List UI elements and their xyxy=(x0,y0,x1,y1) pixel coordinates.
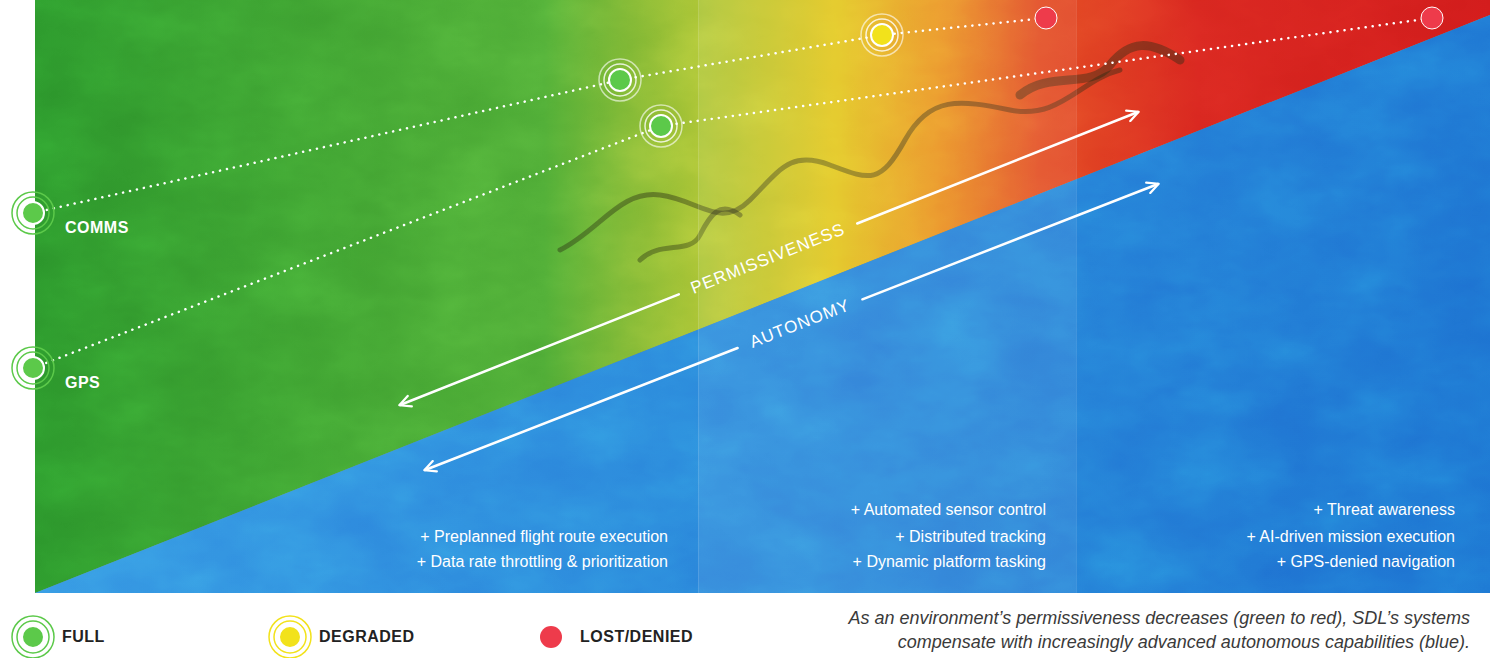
swatch-ring xyxy=(12,616,54,658)
marker-ring xyxy=(599,59,641,101)
legend-label: FULL xyxy=(62,627,105,647)
lost-marker xyxy=(1421,7,1443,29)
swatch-ring xyxy=(269,616,311,658)
marker-dot xyxy=(22,357,44,379)
photo-ground xyxy=(35,0,1490,593)
trend-arrow xyxy=(862,184,1158,299)
swatch-dot xyxy=(540,626,562,648)
marker-ring xyxy=(645,110,677,142)
marker-ring xyxy=(640,105,682,147)
full-marker xyxy=(12,192,54,234)
marker-dot xyxy=(650,115,672,137)
legend-swatch xyxy=(267,614,313,658)
signal-path xyxy=(33,18,1432,368)
capability-item: + AI-driven mission execution xyxy=(1246,527,1455,547)
capability-item: + Distributed tracking xyxy=(895,527,1046,547)
terrain-texture xyxy=(35,0,1490,593)
axis-label: PERMISSIVENESS xyxy=(688,219,848,298)
figure-caption: As an environment’s permissiveness decre… xyxy=(670,606,1470,654)
marker-ring xyxy=(604,64,636,96)
legend-label: LOST/DENIED xyxy=(580,627,693,647)
full-marker xyxy=(12,347,54,389)
marker-dot xyxy=(609,69,631,91)
swatch-dot xyxy=(22,626,44,648)
swatch-dot xyxy=(279,626,301,648)
signal-label: COMMS xyxy=(65,218,129,238)
degraded-marker xyxy=(861,14,903,56)
marker-ring xyxy=(861,14,903,56)
capability-item: + Threat awareness xyxy=(1313,500,1455,520)
marker-ring xyxy=(12,347,54,389)
trend-arrow xyxy=(857,112,1138,223)
column-band xyxy=(698,0,1076,593)
swatch-ring xyxy=(17,621,49,653)
marker-dot xyxy=(871,24,893,46)
lost-marker xyxy=(1035,7,1057,29)
trend-arrow xyxy=(425,348,738,470)
legend-swatch xyxy=(10,614,56,658)
capability-item: + GPS-denied navigation xyxy=(1277,552,1455,572)
permissive-zone xyxy=(35,0,1490,593)
full-marker xyxy=(599,59,641,101)
marker-ring xyxy=(12,192,54,234)
capability-item: + Data rate throttling & prioritization xyxy=(417,552,668,572)
axis-label: AUTONOMY xyxy=(747,295,853,352)
capability-item: + Dynamic platform tasking xyxy=(853,552,1046,572)
status-markers xyxy=(12,7,1443,389)
comms-path xyxy=(33,18,1046,213)
gps-path xyxy=(33,18,1432,368)
marker-ring xyxy=(17,352,49,384)
marker-dot xyxy=(22,202,44,224)
signal-label: GPS xyxy=(65,373,100,393)
capability-item: + Preplanned flight route execution xyxy=(420,527,668,547)
full-marker xyxy=(640,105,682,147)
legend-swatch xyxy=(528,614,574,658)
column-divider xyxy=(1076,0,1077,593)
marker-ring xyxy=(866,19,898,51)
capability-item: + Automated sensor control xyxy=(851,500,1046,520)
swatch-ring xyxy=(274,621,306,653)
marker-ring xyxy=(17,197,49,229)
legend-label: DEGRADED xyxy=(319,627,415,647)
